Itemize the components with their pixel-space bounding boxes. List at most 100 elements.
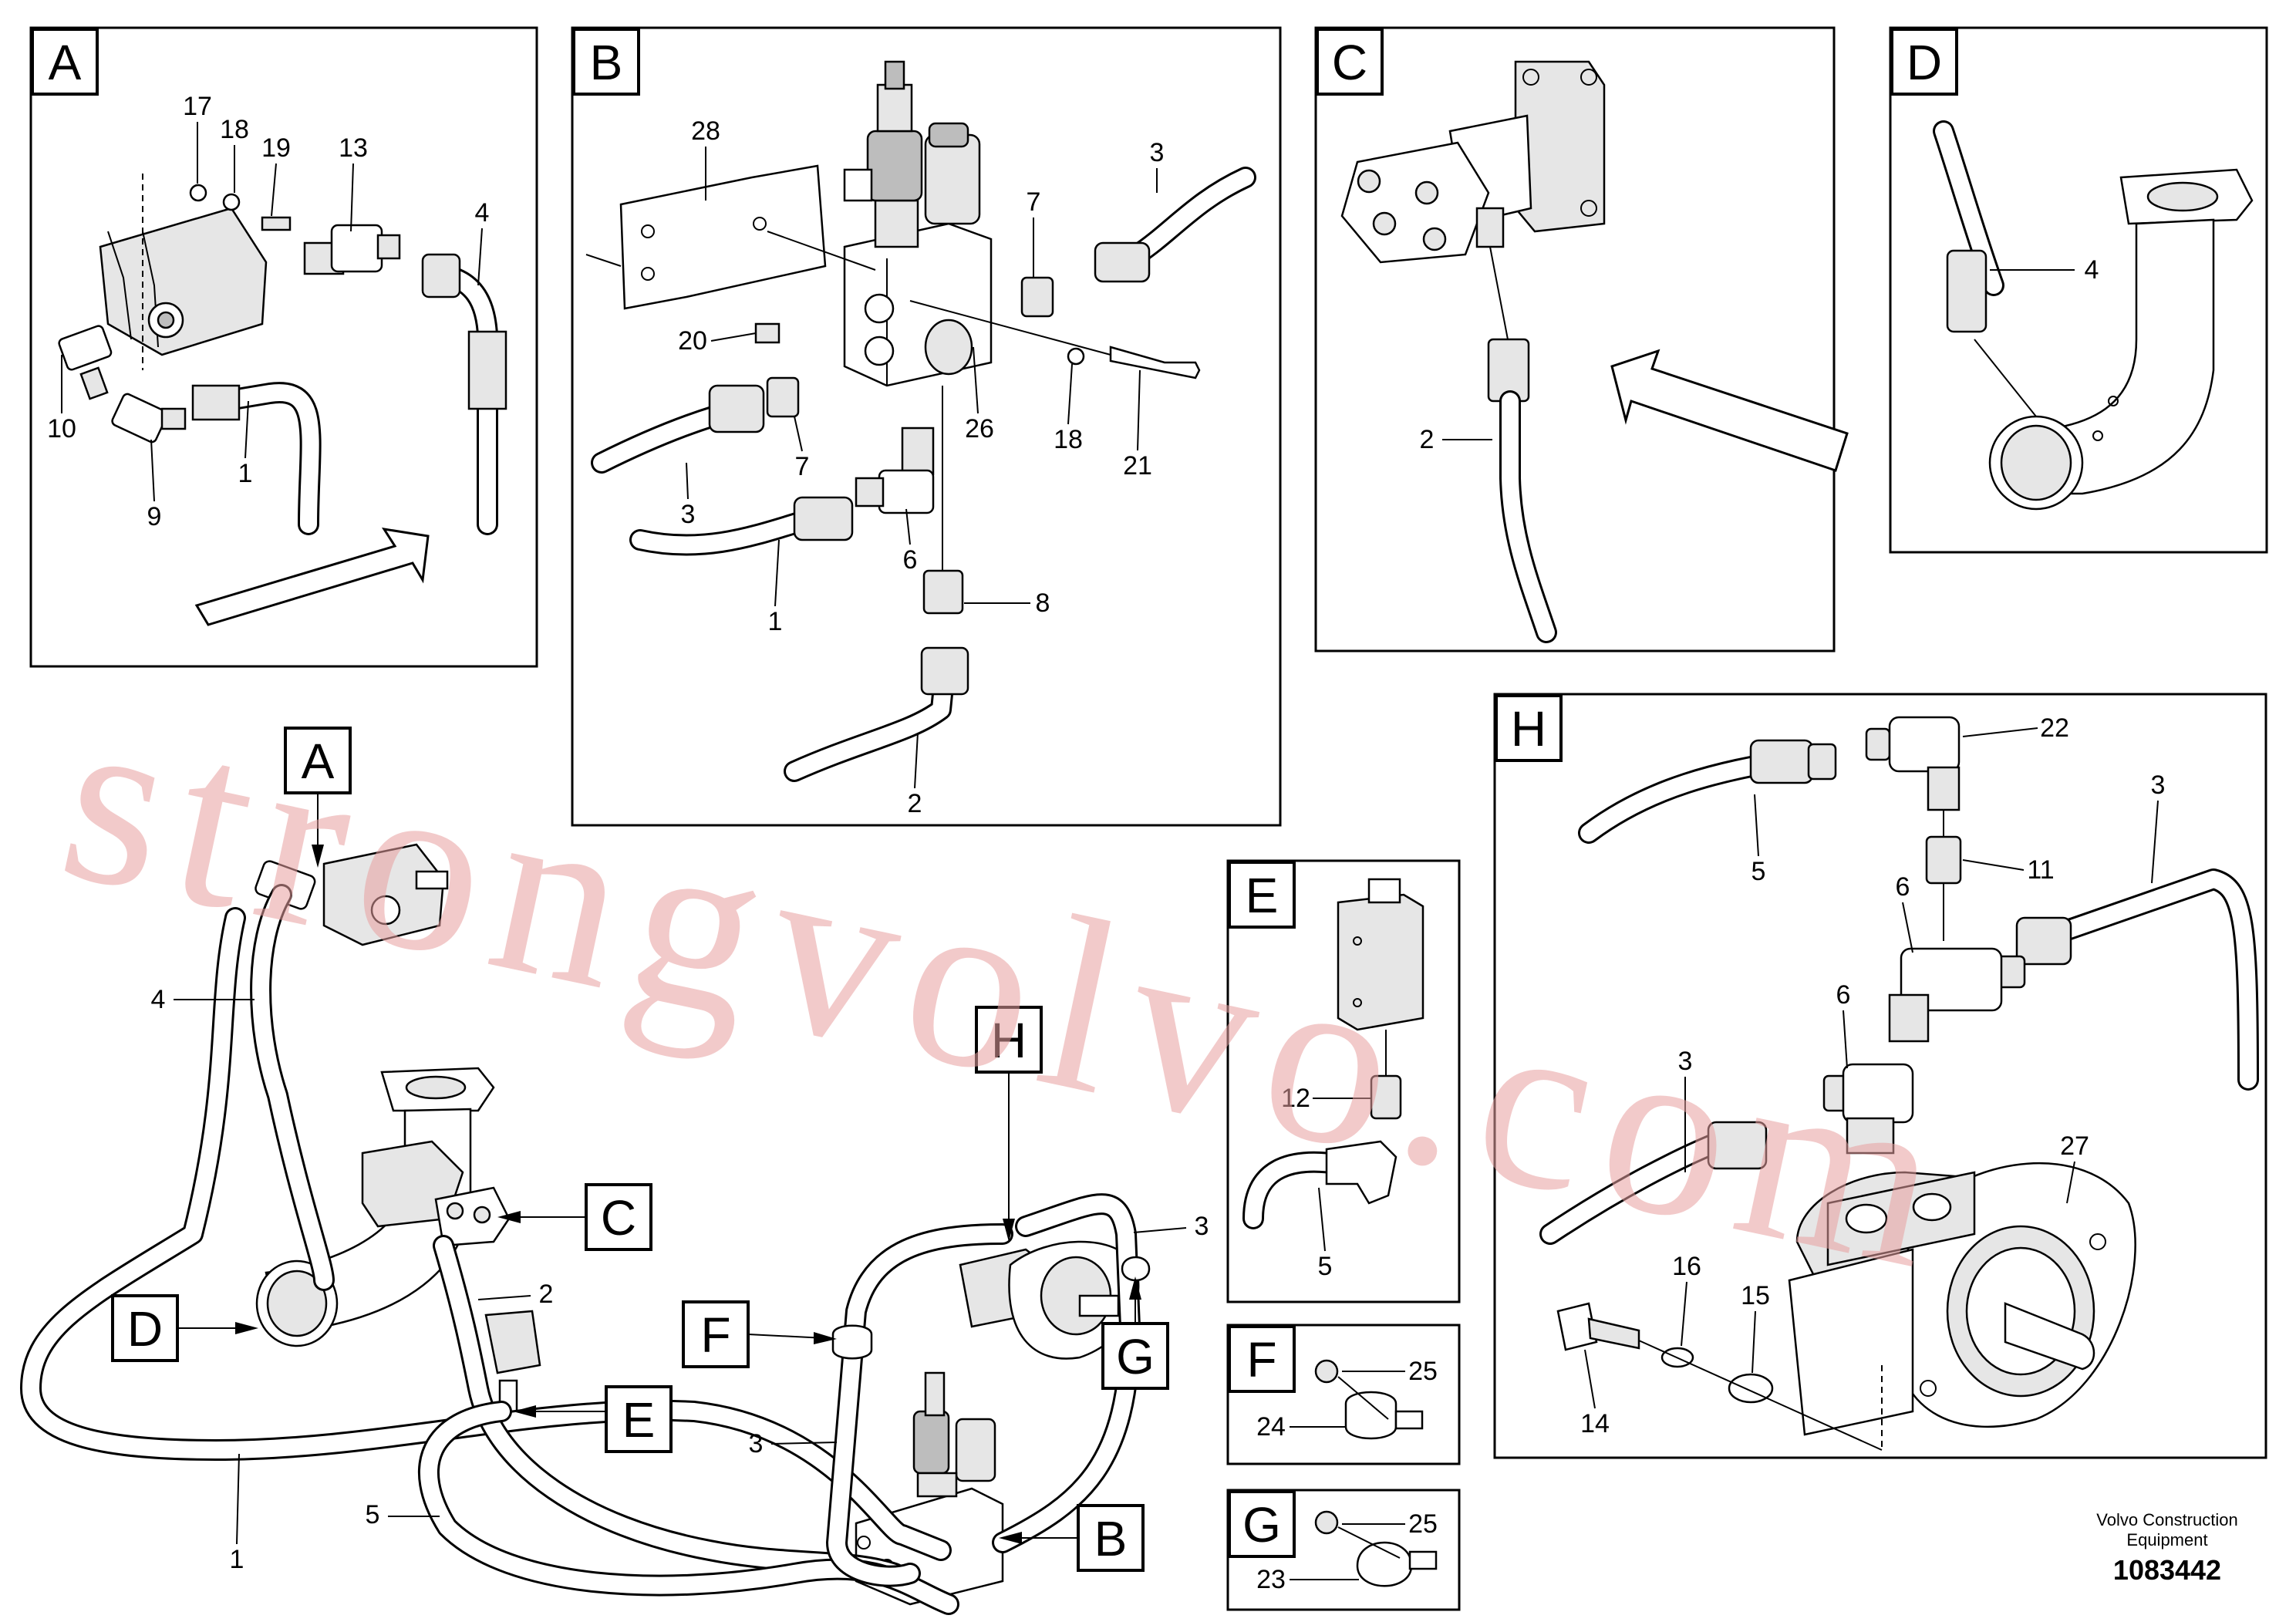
main-label-box-a (284, 727, 352, 794)
main-label-box-d (111, 1294, 179, 1362)
bolt-21 (1109, 346, 1201, 379)
callout-h-11: 11 (2027, 855, 2054, 885)
detail-panel-c: C 2 (1314, 26, 1849, 653)
panel-c-label-box (1316, 28, 1384, 96)
detail-panel-h: H (1493, 693, 2267, 1459)
callout-b-3-top: 3 (1150, 138, 1165, 167)
panel-f-label-box (1228, 1325, 1296, 1393)
pump-drawing (99, 174, 268, 370)
callout-b-7-bottom: 7 (795, 452, 810, 481)
washer-17 (189, 184, 207, 202)
main-detail-callouts: A C D E F G H B (111, 727, 1169, 1572)
callout-h-15: 15 (1741, 1281, 1770, 1310)
panel-a-frame (29, 26, 538, 668)
fitting-8 (922, 569, 964, 615)
callout-a-19: 19 (261, 133, 291, 163)
hose-1-ferrule (191, 384, 241, 421)
main-assembly (20, 843, 1151, 1615)
panel-g-label: G (1242, 1497, 1281, 1553)
callout-c-2: 2 (1420, 425, 1435, 454)
callout-e-12: 12 (1281, 1084, 1310, 1113)
main-label-a: A (302, 733, 335, 789)
clamp-main-f (831, 1324, 873, 1360)
fitting-11 (1925, 835, 1962, 885)
panel-e-label-box (1228, 861, 1296, 929)
suction-pipe-drawing-d (1988, 168, 2254, 511)
clamp-main-g (1121, 1256, 1151, 1282)
callout-b-2: 2 (908, 789, 922, 818)
screw-25-f (1314, 1359, 1339, 1384)
footer-brand-line1: Volvo Construction (2096, 1510, 2237, 1529)
bolt-14 (1556, 1302, 1598, 1351)
footer-block: Volvo Construction Equipment 1083442 (2096, 1510, 2237, 1586)
washer-18 (222, 193, 241, 211)
elbow-fitting-22 (1865, 716, 1961, 811)
callout-main-3-right: 3 (1195, 1212, 1209, 1241)
hose-4-d-ferrule (1946, 249, 1988, 333)
callout-h-3-bottom: 3 (1678, 1047, 1693, 1076)
callout-b-20: 20 (678, 326, 707, 356)
callout-h-14: 14 (1580, 1409, 1610, 1438)
pump-27 (1788, 1162, 2136, 1450)
elbow-fitting-e (1325, 1140, 1397, 1205)
panel-e-label: E (1246, 868, 1279, 923)
footer-brand-line2: Equipment (2126, 1530, 2207, 1549)
panel-d-label-box (1890, 28, 1958, 96)
main-label-e: E (622, 1392, 656, 1448)
elbow-fitting-9 (111, 393, 187, 443)
callout-b-3-bottom: 3 (681, 500, 696, 529)
elbow-fitting-10 (58, 325, 113, 400)
callout-d-4: 4 (2085, 255, 2099, 285)
elbow-fitting-6-lower (1822, 1063, 1914, 1155)
main-label-box-b (1077, 1504, 1145, 1572)
detail-panel-f: F 25 24 (1226, 1324, 1461, 1465)
callout-b-7-top: 7 (1027, 187, 1041, 217)
detail-panel-a: A (29, 26, 538, 668)
main-label-h: H (991, 1013, 1027, 1068)
callout-main-5: 5 (366, 1500, 380, 1529)
panel-h-label-box (1495, 694, 1563, 762)
callout-main-4: 4 (151, 985, 166, 1014)
callout-b-8: 8 (1036, 588, 1050, 618)
drawing-number: 1083442 (2113, 1554, 2221, 1586)
bolt-20 (754, 322, 781, 344)
elbow-fitting-6 (855, 427, 935, 514)
callout-a-9: 9 (147, 502, 162, 531)
callout-h-22: 22 (2040, 713, 2069, 743)
panel-e-frame (1226, 859, 1461, 1303)
main-label-box-c (585, 1183, 652, 1251)
hose-4-ferrule (467, 330, 507, 410)
panel-b-frame (571, 26, 1282, 827)
callout-g-23: 23 (1256, 1565, 1286, 1594)
panel-a-label: A (49, 35, 82, 90)
main-callouts: 4 3 2 1 5 3 (151, 985, 1209, 1574)
panel-f-label: F (1246, 1332, 1276, 1388)
callout-h-5: 5 (1752, 857, 1766, 886)
clamp-23 (1356, 1541, 1413, 1587)
callout-b-26: 26 (965, 414, 994, 443)
clamp-24 (1344, 1391, 1397, 1440)
main-label-d: D (127, 1301, 163, 1357)
panel-b-label-box (572, 28, 640, 96)
callout-main-2: 2 (539, 1280, 554, 1309)
detail-panel-d: D 4 (1889, 26, 2268, 554)
main-label-b: B (1094, 1511, 1128, 1566)
main-label-c: C (601, 1190, 636, 1246)
callout-a-18: 18 (220, 115, 249, 144)
callout-g-25: 25 (1408, 1509, 1438, 1539)
panel-b-label: B (590, 35, 623, 90)
panel-h-label: H (1511, 701, 1546, 757)
panel-a-label-box (31, 28, 99, 96)
valve-block-26 (843, 60, 993, 387)
callout-e-5: 5 (1318, 1252, 1333, 1281)
elbow-fitting-6-upper (1888, 947, 2026, 1043)
elbow-fitting-13 (303, 224, 401, 275)
pump-flange-drawing-c (1340, 60, 1606, 264)
bolt-19 (261, 216, 292, 231)
callout-a-17: 17 (183, 92, 212, 121)
detail-panel-e: E 12 5 (1226, 859, 1461, 1303)
pressure-switch-block-e (1337, 878, 1424, 1031)
callout-h-6-lower: 6 (1836, 980, 1851, 1010)
callout-main-1: 1 (230, 1545, 244, 1574)
